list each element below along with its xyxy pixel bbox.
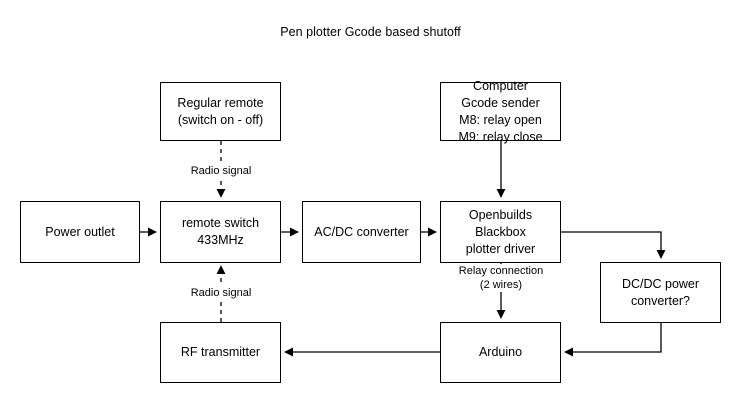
node-power-outlet[interactable]: Power outlet [20,201,140,263]
edge-label-radio-signal-bottom: Radio signal [161,286,281,300]
diagram-title: Pen plotter Gcode based shutoff [280,25,461,39]
edge-openbuilds-to-dcdc [561,231,666,259]
edge-label-relay-connection: Relay connection (2 wires) [441,264,561,292]
node-regular-remote[interactable]: Regular remote (switch on - off) [160,82,281,141]
edge-label-radio-signal-top: Radio signal [161,164,281,178]
node-openbuilds-blackbox[interactable]: Openbuilds Blackbox plotter driver [440,201,561,263]
node-rf-transmitter[interactable]: RF transmitter [160,322,281,383]
node-dcdc-power-converter[interactable]: DC/DC power converter? [600,262,721,323]
edge-dcdc-to-arduino [564,323,662,357]
node-acdc-converter[interactable]: AC/DC converter [302,201,421,263]
node-computer[interactable]: Computer Gcode sender M8: relay open M9:… [440,79,561,144]
node-remote-switch[interactable]: remote switch 433MHz [160,201,281,263]
node-arduino[interactable]: Arduino [440,322,561,383]
